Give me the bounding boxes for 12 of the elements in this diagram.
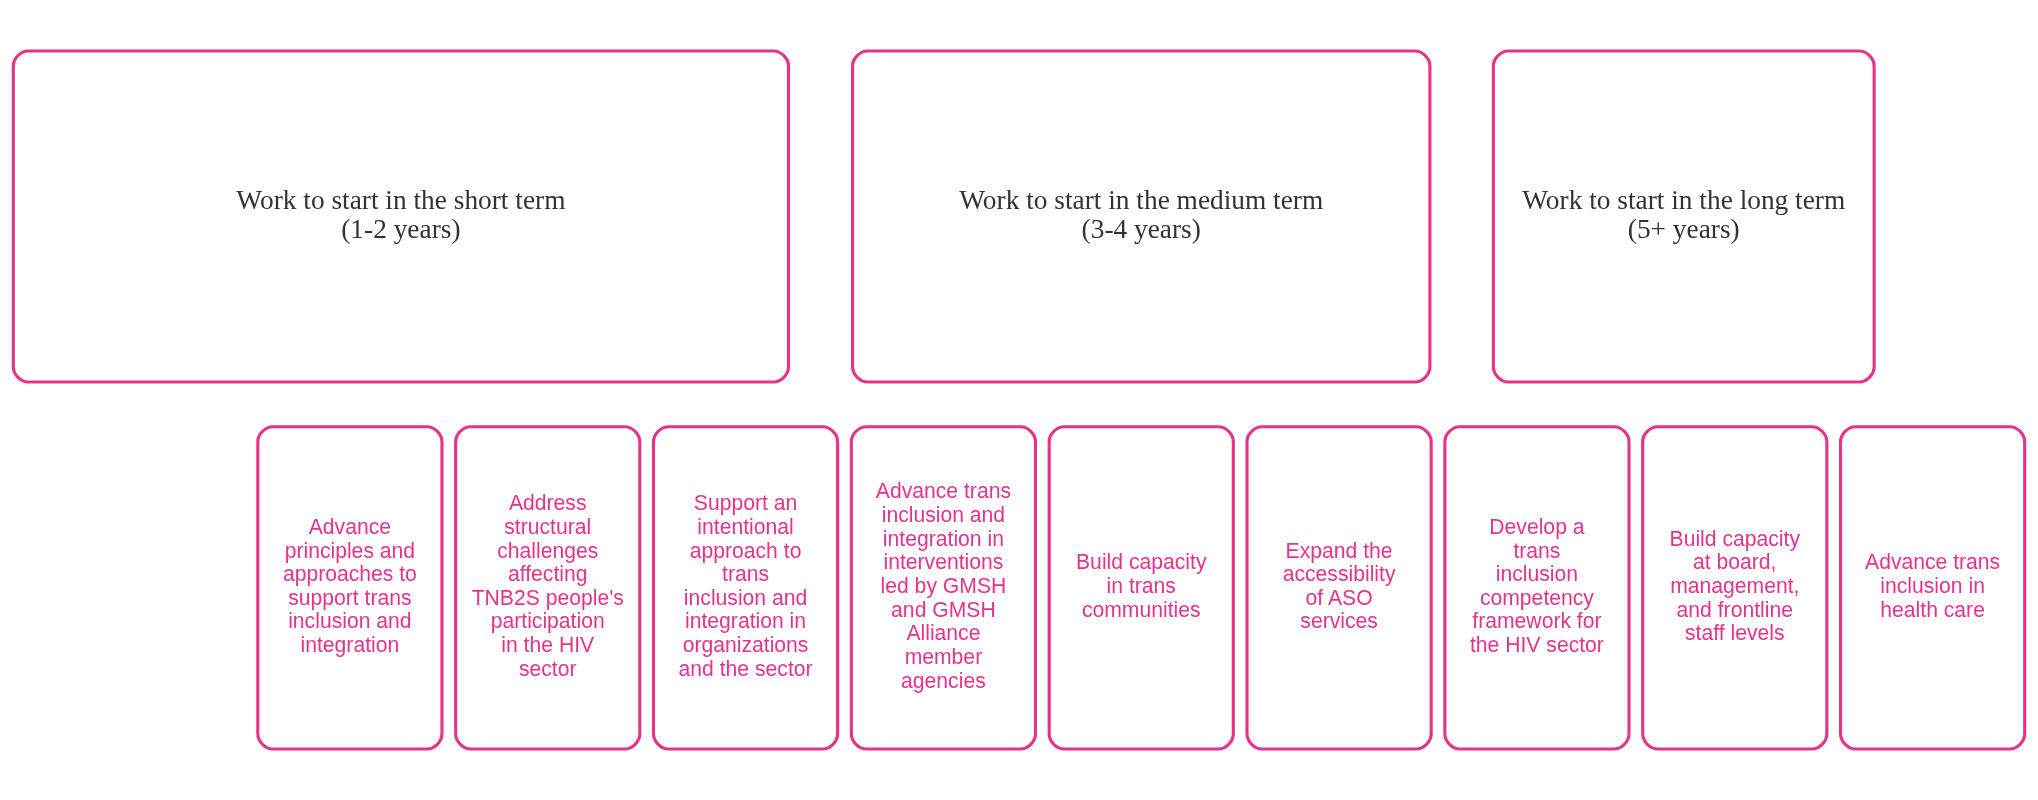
node-box: Advance trans inclusion and integration in interventions led by GMSH and GMSH Alliance member agencies [849, 425, 1038, 751]
node-box: Expand the accessibility of ASO services [1245, 425, 1433, 751]
node-box: Work to start in the long term (5+ years) [1491, 49, 1876, 384]
node-box: Support an intentional approach to trans inclusion and integration in organizations and the sector [651, 425, 840, 751]
node-box: Develop a trans inclusion competency framework for the HIV sector [1443, 425, 1631, 751]
node-box: Advance trans inclusion in health care [1839, 425, 2027, 751]
node-box: Address structural challenges affecting TNB2S people's participation in the HIV sector [454, 425, 642, 751]
node-box: Build capacity at board, management, and frontline staff levels [1641, 425, 1829, 751]
node-box: Work to start in the medium term (3-4 years) [851, 49, 1432, 384]
node-box: Work to start in the short term (1-2 years) [11, 49, 791, 384]
node-box: Advance principles and approaches to support trans inclusion and integration [256, 425, 444, 751]
node-box: Build capacity in trans communities [1047, 425, 1235, 751]
